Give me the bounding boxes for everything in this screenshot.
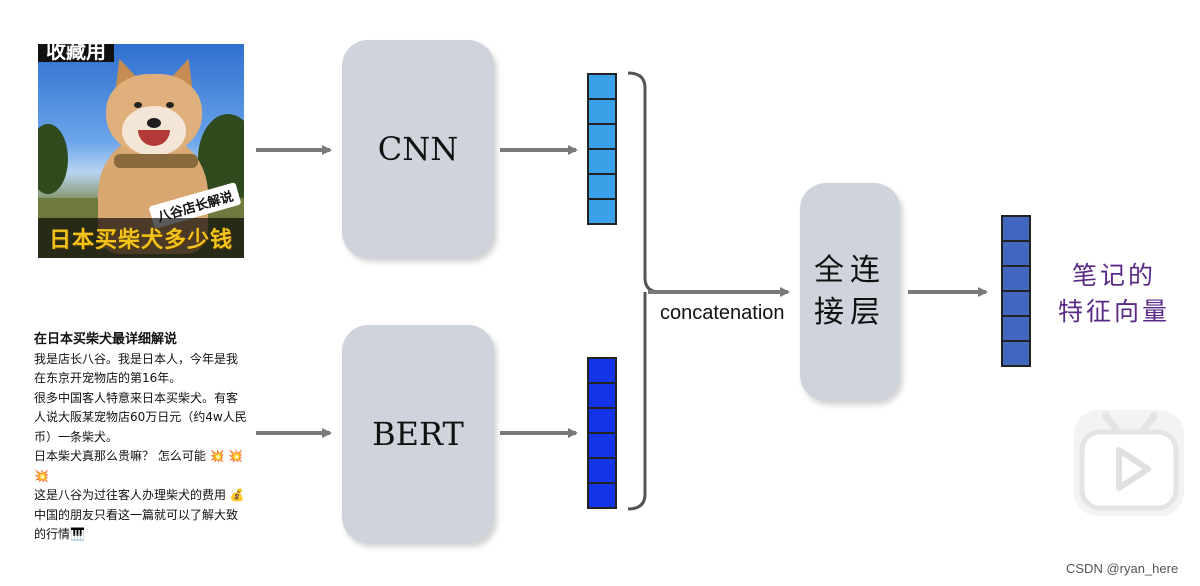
image-top-badge: 收藏用 [38,44,114,62]
post-line: 在东京开宠物店的第16年。 [34,371,182,385]
bilibili-play-icon[interactable] [1074,410,1184,516]
image-feature-vector [587,73,617,225]
play-icon-graphic [1079,412,1179,511]
text-feature-vector [587,357,617,509]
output-label-line1: 笔记的 [1071,261,1156,290]
image-caption: 日本买柴犬多少钱 [48,228,233,253]
post-line: 这是八谷为过往客人办理柴犬的费用 💰 [34,488,245,502]
csdn-watermark: CSDN @ryan_here [1066,561,1179,576]
fc-label-line1: 全连 [814,253,886,288]
post-line: 币）一条柴犬。 [34,429,119,444]
post-line: 我是店长八谷。我是日本人，今年是我 [34,351,239,366]
post-line: 的行情🎹 [34,527,85,541]
shiba-image-thumbnail: 收藏用 八谷店长解说 日本买柴犬多少钱 [38,44,244,258]
concatenation-label: concatenation [660,302,785,324]
post-line: 中国的朋友只看这一篇就可以了解大致 [34,507,239,522]
post-line: 很多中国客人特意来日本买柴犬。有客 [34,390,239,405]
output-label: 笔记的 特征向量 [1055,258,1173,330]
post-line: 日本柴犬真那么贵嘛？ 怎么可能 💥 💥 [34,449,244,463]
output-feature-vector [1001,215,1031,367]
bert-node: BERT [342,325,494,543]
post-line: 💥 [34,468,49,483]
cnn-node: CNN [342,40,494,258]
post-line: 人说大阪某宠物店60万日元（约4w人民 [34,410,247,424]
post-title: 在日本买柴犬最详细解说 [34,332,178,347]
fully-connected-node: 全连 接层 [800,183,900,401]
post-text-block: 在日本买柴犬最详细解说 我是店长八谷。我是日本人，今年是我 在东京开宠物店的第1… [34,330,254,545]
fc-label-line2: 接层 [814,295,886,330]
output-label-line2: 特征向量 [1057,297,1170,326]
